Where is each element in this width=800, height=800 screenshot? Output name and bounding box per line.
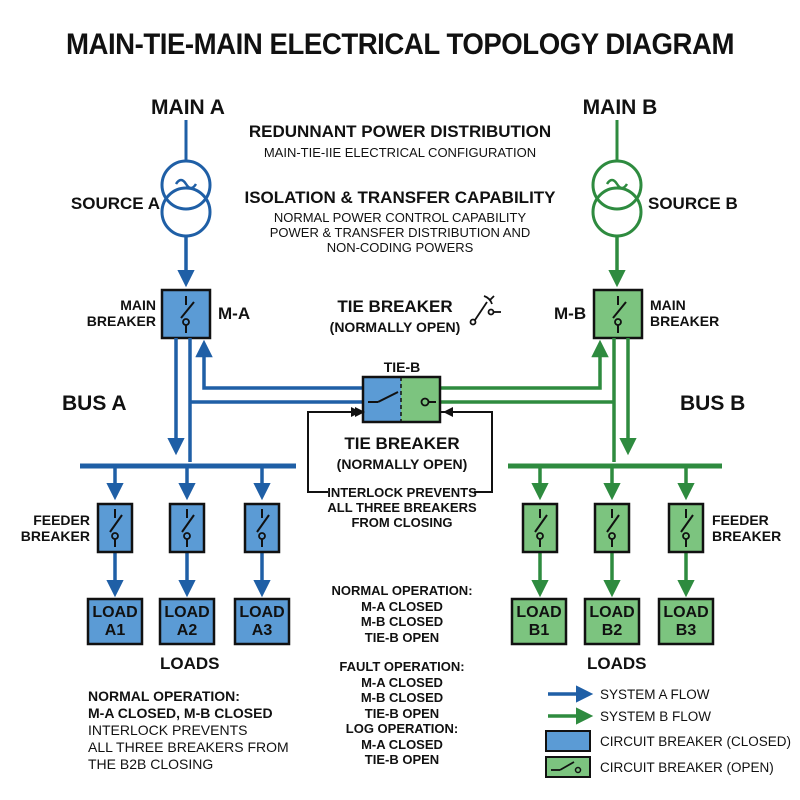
feeder-breaker-b3[interactable] <box>667 502 705 554</box>
source-b-label: SOURCE B <box>648 194 738 213</box>
operation-line: TIE-B OPEN <box>364 629 440 645</box>
feeder-breaker-b2[interactable] <box>593 502 631 554</box>
feeder-breaker-b1[interactable] <box>521 502 559 554</box>
operation-heading: FAULT OPERATION: <box>339 659 465 674</box>
load-box-a-shapes <box>86 597 291 646</box>
center-sub-1: MAIN-TIE-IIE ELECTRICAL CONFIGURATION <box>263 145 537 160</box>
center-heading-1: REDUNNANT POWER DISTRIBUTION <box>248 122 552 141</box>
interlock-line: FROM CLOSING <box>351 515 453 530</box>
note-bold-line: M-A CLOSED, M-B CLOSED <box>88 705 273 721</box>
feeder-breaker-a-label: FEEDER BREAKER <box>20 512 90 544</box>
load-a2[interactable]: LOAD A2 <box>164 604 210 639</box>
operation-line: M-B CLOSED <box>360 614 444 629</box>
load-b1[interactable]: LOAD B1 <box>516 604 562 639</box>
legend-open-breaker-icon <box>545 756 591 778</box>
source-b-transformer-icon <box>591 120 643 238</box>
main-b-label: MAIN B <box>582 96 658 119</box>
tie-breaker-state: (NORMALLY OPEN) <box>336 456 468 472</box>
interlock-line: INTERLOCK PREVENTS <box>327 485 477 500</box>
tie-top-label: TIE BREAKER <box>337 297 453 316</box>
main-breaker-b-id: M-B <box>554 304 587 323</box>
center-heading-2: ISOLATION & TRANSFER CAPABILITY <box>244 188 556 207</box>
legend-closed-label: CIRCUIT BREAKER (CLOSED) <box>600 734 792 749</box>
operation-line: M-A CLOSED <box>361 736 443 752</box>
page-title: MAIN-TIE-MAIN ELECTRICAL TOPOLOGY DIAGRA… <box>65 28 735 61</box>
loads-caption-b: LOADS <box>587 654 647 673</box>
tie-breaker-label: TIE BREAKER <box>344 434 460 453</box>
loads-caption-a: LOADS <box>160 654 220 673</box>
feeder-b-drops <box>531 466 695 598</box>
feeder-breaker-a1[interactable] <box>96 502 134 554</box>
load-a3[interactable]: LOAD A3 <box>239 604 285 639</box>
main-breaker-b[interactable] <box>592 288 644 340</box>
interlock-line: ALL THREE BREAKERS <box>327 500 477 515</box>
operations-summary: NORMAL OPERATION: M-A CLOSED M-B CLOSED … <box>318 583 486 768</box>
load-b3[interactable]: LOAD B3 <box>663 604 709 639</box>
feeder-breaker-a3[interactable] <box>243 502 281 554</box>
main-breaker-a-label: MAIN BREAKER <box>86 297 156 329</box>
source-a-transformer-icon <box>160 120 212 238</box>
center-sub-2: NORMAL POWER CONTROL CAPABILITY POWER & … <box>240 210 560 255</box>
open-switch-icon <box>469 295 501 326</box>
legend-system-b-label: SYSTEM B FLOW <box>600 709 712 724</box>
note-bold-line: NORMAL OPERATION: <box>88 688 240 704</box>
operation-line: TIE-B OPEN <box>364 705 440 721</box>
tie-top-state: (NORMALLY OPEN) <box>329 319 461 335</box>
legend-system-a-label: SYSTEM A FLOW <box>600 687 710 702</box>
legend-open-label: CIRCUIT BREAKER (OPEN) <box>600 760 774 775</box>
main-breaker-b-label: MAIN BREAKER <box>650 297 720 329</box>
bus-b-label: BUS B <box>680 392 746 415</box>
tie-breaker-id: TIE-B <box>383 359 421 375</box>
interlock-note: INTERLOCK PREVENTS ALL THREE BREAKERS FR… <box>320 485 484 530</box>
legend-closed-breaker-icon <box>545 730 591 752</box>
tie-breaker[interactable] <box>361 375 442 424</box>
operation-line: M-A CLOSED <box>361 598 443 614</box>
main-a-label: MAIN A <box>151 96 225 119</box>
note-line: INTERLOCK PREVENTS <box>88 722 248 738</box>
feeder-breaker-b-label: FEEDER BREAKER <box>712 512 782 544</box>
center-sub-2-line: POWER & TRANSFER DISTRIBUTION AND <box>269 225 531 240</box>
operation-heading: NORMAL OPERATION: <box>331 583 473 598</box>
operation-line: M-A CLOSED <box>361 674 443 690</box>
load-b2[interactable]: LOAD B2 <box>589 604 635 639</box>
operation-line: TIE-B OPEN <box>364 752 440 767</box>
note-line: ALL THREE BREAKERS FROM <box>88 739 289 755</box>
bus-a-label: BUS A <box>62 392 127 415</box>
source-a-label: SOURCE A <box>70 194 160 213</box>
main-breaker-a-id: M-A <box>218 304 251 323</box>
load-a1[interactable]: LOAD A1 <box>92 604 138 639</box>
load-box-b-shapes <box>510 597 715 646</box>
feeder-breaker-a2[interactable] <box>168 502 206 554</box>
center-sub-2-line: NON-CODING POWERS <box>326 240 474 255</box>
bottom-left-note: NORMAL OPERATION: M-A CLOSED, M-B CLOSED… <box>88 688 308 773</box>
main-breaker-a[interactable] <box>160 288 212 340</box>
operation-heading: LOG OPERATION: <box>345 721 459 736</box>
tie-return-b-arrow <box>440 339 609 390</box>
center-sub-2-line: NORMAL POWER CONTROL CAPABILITY <box>273 210 527 225</box>
operation-line: M-B CLOSED <box>360 690 444 705</box>
feeder-a-drops <box>106 466 271 598</box>
note-line: THE B2B CLOSING <box>88 756 214 772</box>
tie-return-a-arrow <box>195 339 365 390</box>
